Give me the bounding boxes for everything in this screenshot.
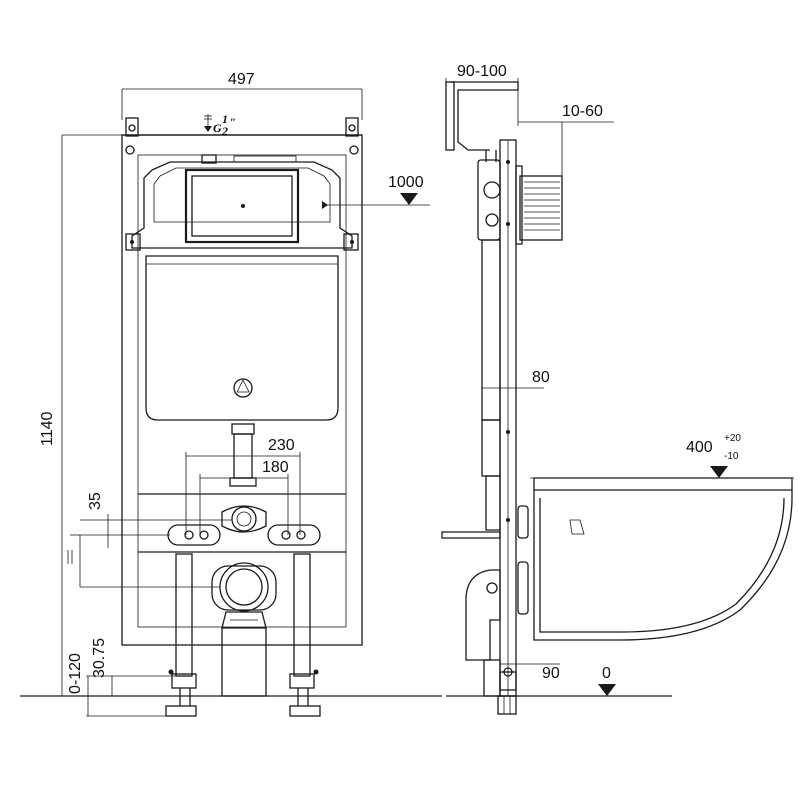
front-view-frame — [121, 117, 363, 646]
height-1140-label: 1140 — [39, 411, 56, 446]
width-497-label: 497 — [228, 71, 255, 88]
wall-hung-toilet — [533, 477, 793, 641]
spacing-180-label: 180 — [262, 459, 289, 476]
tolerance-minus-label: -10 — [724, 451, 739, 462]
spacing-230-label: 230 — [268, 437, 295, 454]
supply-tick: " — [229, 115, 236, 129]
supply-g-label: G — [213, 121, 222, 135]
panel-grille — [524, 181, 560, 231]
dim-35-label: 35 — [87, 492, 104, 510]
depth-90-100-label: 90-100 — [457, 63, 507, 80]
supply-fraction-num: 1 — [222, 112, 228, 126]
tolerance-plus-label: +20 — [724, 433, 741, 444]
panel-10-60-label: 10-60 — [562, 103, 603, 120]
level-1000-label: 1000 — [388, 174, 424, 191]
floor-0-label: 0 — [602, 665, 611, 682]
side-dimensions — [445, 78, 794, 696]
dim-90-label: 90 — [542, 665, 560, 682]
height-400-label: 400 — [686, 439, 713, 456]
front-dimensions — [61, 88, 430, 717]
side-view-frame — [441, 81, 563, 715]
cistern — [131, 154, 353, 487]
depth-80-label: 80 — [532, 369, 550, 386]
adjust-0-120-label: 0-120 — [67, 653, 84, 694]
supply-fraction-den: 2 — [222, 124, 228, 138]
front-lower-assembly — [138, 493, 346, 717]
dim-30-75-label: 30.75 — [91, 637, 108, 678]
